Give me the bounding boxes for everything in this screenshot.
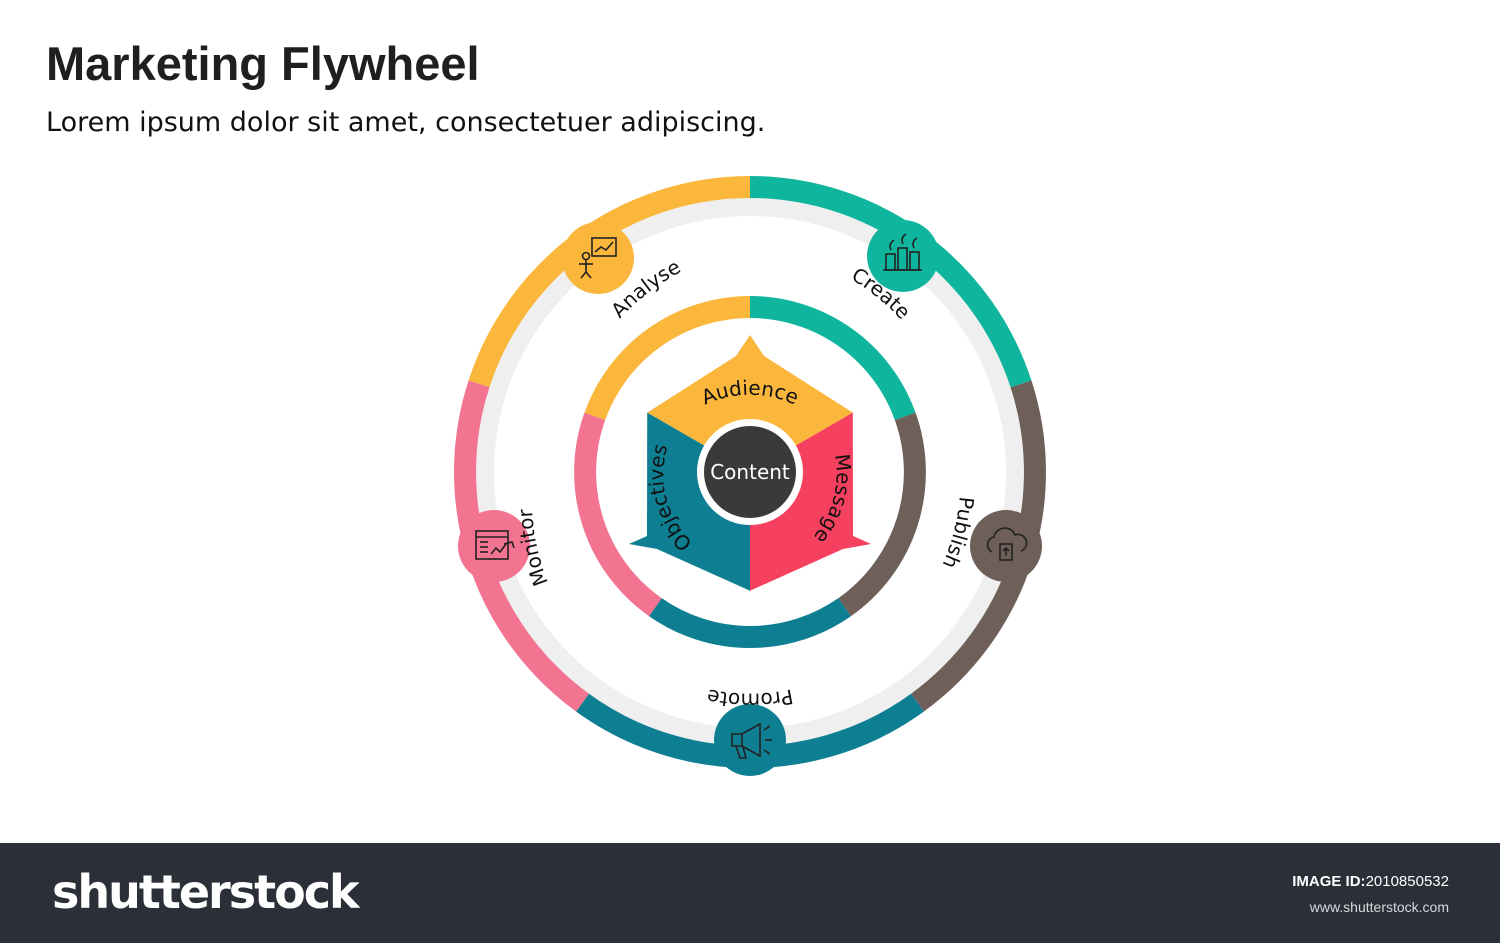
image-id-value: 2010850532: [1365, 873, 1449, 890]
footer-bar: shutterstock IMAGE ID:2010850532 www.shu…: [0, 843, 1500, 943]
middle-arc-teal: [749, 296, 916, 421]
analytics-dashboard-icon: [475, 530, 515, 560]
cloud-upload-icon: [986, 527, 1028, 561]
factory-icon: [883, 233, 922, 271]
middle-arc-brown: [838, 412, 926, 617]
footer-site-url[interactable]: www.shutterstock.com: [1309, 899, 1449, 915]
middle-arc-pink: [574, 412, 662, 617]
tab-monitor: [458, 510, 530, 582]
tab-publish: [970, 510, 1042, 582]
stage-label-promote: Promote: [705, 684, 795, 712]
middle-arc-yellow: [584, 296, 751, 421]
flywheel-diagram: Content Audience Message Objectives Anal…: [454, 176, 1046, 776]
presentation-chart-icon: [579, 237, 617, 279]
shutterstock-logo: shutterstock: [52, 865, 360, 919]
stage-label-monitor: Monitor: [513, 508, 553, 590]
stage-label-publish: Publish: [938, 496, 979, 573]
tab-promote: [714, 704, 786, 776]
image-id-line: IMAGE ID:2010850532: [1292, 873, 1449, 890]
tab-analyse: [562, 222, 634, 294]
page-title: Marketing Flywheel: [46, 37, 480, 90]
center-label: Content: [710, 460, 790, 484]
page-subtitle: Lorem ipsum dolor sit amet, consectetuer…: [46, 107, 766, 138]
inner-segment-audience: [647, 335, 853, 472]
center-circle: [704, 426, 796, 518]
svg-text:Monitor: Monitor: [513, 508, 553, 590]
megaphone-icon: [731, 722, 772, 759]
tab-create: [867, 220, 939, 292]
svg-text:Publish: Publish: [938, 496, 979, 573]
image-id-label: IMAGE ID:: [1292, 873, 1366, 890]
svg-text:Promote: Promote: [705, 684, 795, 712]
middle-arc-blue: [649, 598, 851, 648]
